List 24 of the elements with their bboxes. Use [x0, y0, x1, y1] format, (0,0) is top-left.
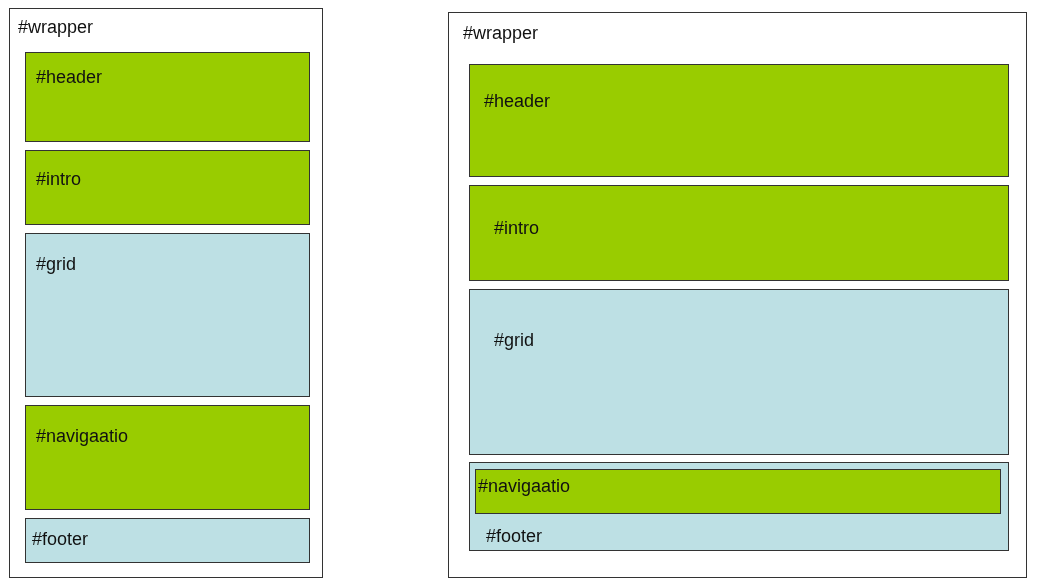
section-label: #intro: [494, 218, 540, 238]
section-label: #wrapper: [18, 17, 94, 37]
section-panel: [469, 64, 1009, 177]
section-label: #navigaatio: [36, 426, 129, 446]
section-panel: [25, 150, 310, 225]
section-label: #footer: [486, 526, 543, 546]
section-label: #grid: [494, 330, 535, 350]
section-panel: [475, 469, 1001, 514]
section-label: #wrapper: [463, 23, 539, 43]
section-label: #footer: [32, 529, 89, 549]
section-panel: [469, 185, 1009, 281]
section-label: #header: [36, 67, 103, 87]
section-panel: [25, 52, 310, 142]
section-panel: [469, 289, 1009, 455]
section-panel: [25, 518, 310, 563]
wrapper-panel: [448, 12, 1027, 578]
section-panel: [25, 405, 310, 510]
section-label: #navigaatio: [478, 476, 571, 496]
section-panel: [25, 233, 310, 397]
wrapper-panel: [9, 8, 323, 578]
section-label: #grid: [36, 254, 77, 274]
section-panel: [469, 462, 1009, 551]
section-label: #header: [484, 91, 551, 111]
section-label: #intro: [36, 169, 82, 189]
